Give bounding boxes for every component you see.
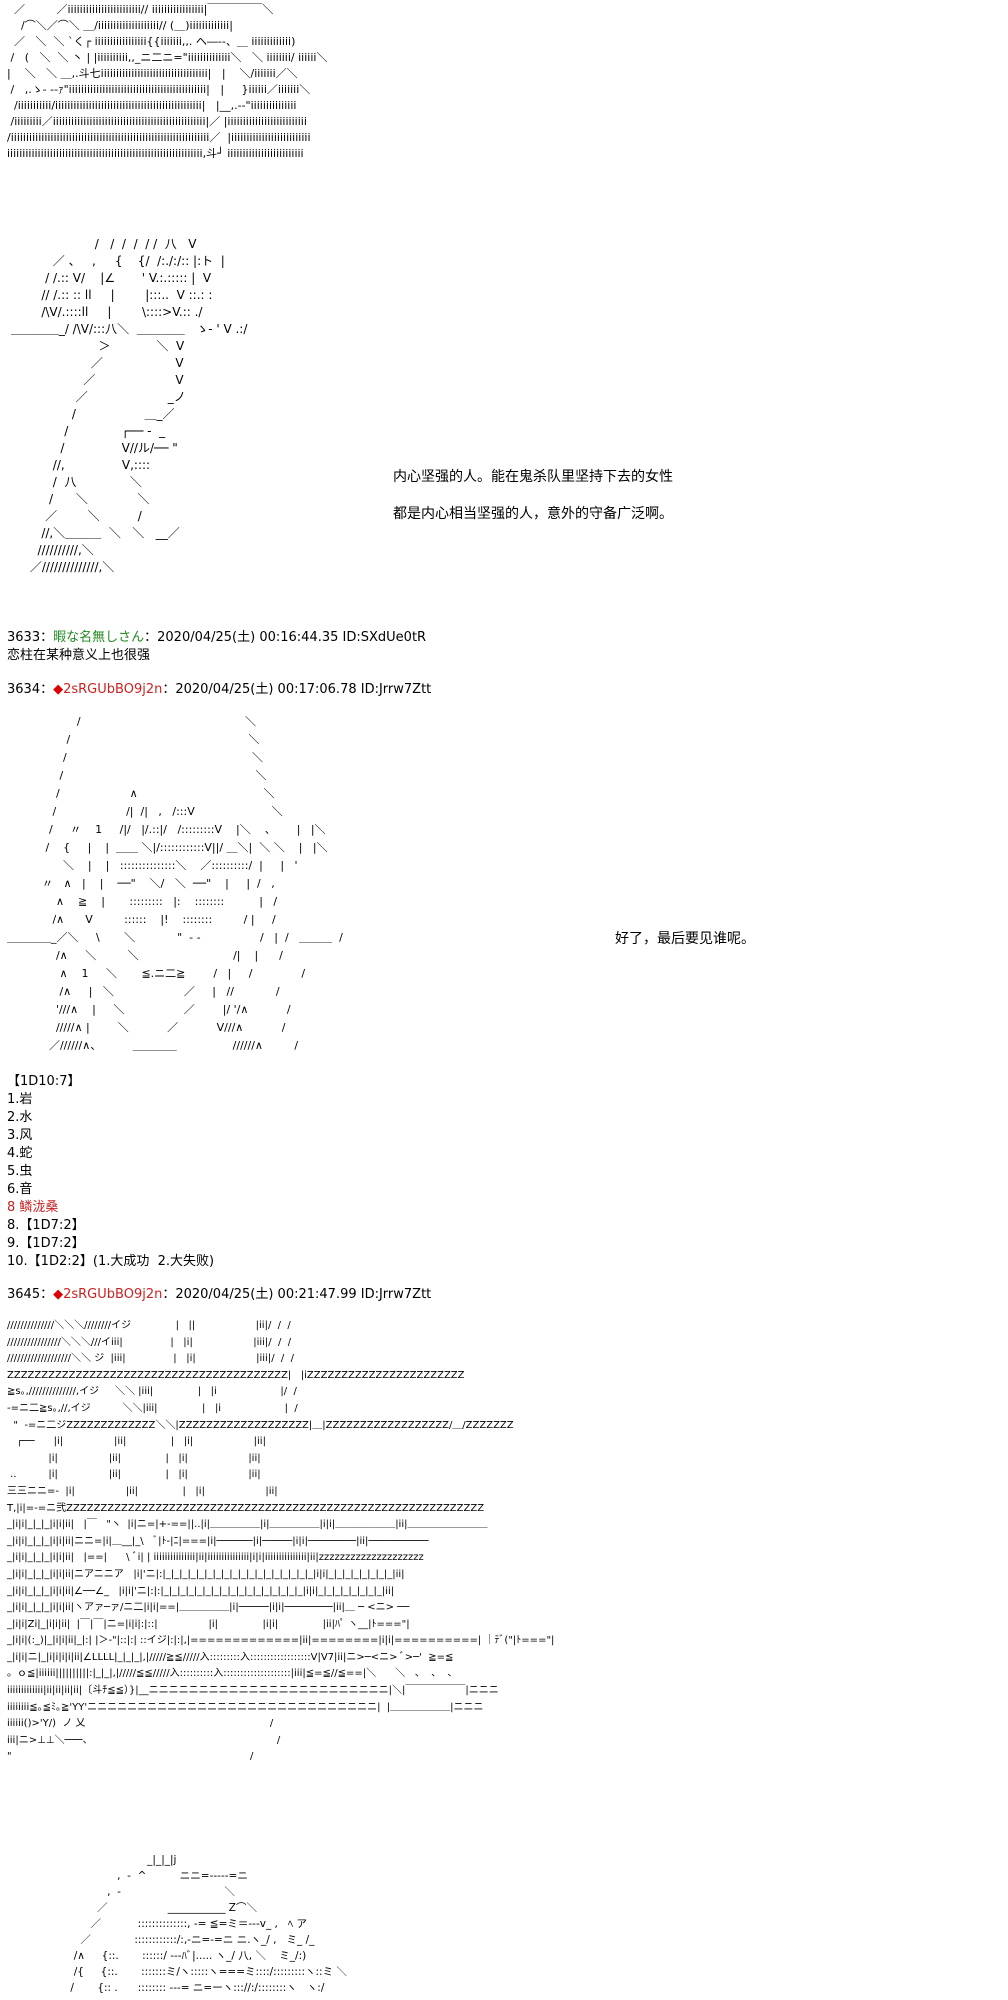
list-item-highlight: 8 鳞泷桑 [7, 1200, 59, 1215]
post-meta: ：2020/04/25(土) 00:16:44.35 ID:SXdUe0tR [144, 630, 427, 645]
list-item: 2.水 [7, 1110, 33, 1125]
post-header-3634: 3634：◆2sRGUbBO9j2n：2020/04/25(土) 00:17:0… [7, 682, 432, 697]
post-number[interactable]: 3645 [7, 1287, 41, 1302]
list-item: 9.【1D7:2】 [7, 1236, 85, 1251]
poster-name: 2sRGUbBO9j2n [63, 682, 163, 697]
dialog-panel-3: 好了，最后要见谁呢。 [615, 931, 755, 947]
ascii-art-panel-3: / ＼ / ＼ / ＼ [7, 715, 343, 1052]
list-item: 6.音 [7, 1182, 33, 1197]
post-header-3633: 3633：暇な名無しさん：2020/04/25(土) 00:16:44.35 I… [7, 630, 427, 645]
dialog-line-2: 都是内心相当坚强的人，意外的守备广泛啊。 [393, 506, 673, 522]
ascii-art-panel-2: / / / / / / 八 V ／ 、 , { {/ /:./:/:: |:ト … [10, 237, 248, 574]
post-meta: ：2020/04/25(土) 00:17:06.78 ID:Jrrw7Ztt [162, 682, 432, 697]
poster-name: 暇な名無しさん [53, 630, 145, 645]
list-item: 4.蛇 [7, 1146, 33, 1161]
ascii-art-panel-4: //////////////＼＼＼////////イジ | || |ii|/ /… [7, 1320, 555, 1763]
post-body-3633: 恋柱在某种意义上也很强 [7, 648, 151, 663]
trip-diamond-icon: ◆ [53, 1287, 64, 1302]
ascii-art-panel-5: _|_|_|j , - ^ ニニ=-----=ニ , - ＼ ／ _______… [70, 1854, 347, 1994]
dialog-line-1: 内心坚强的人。能在鬼杀队里坚持下去的女性 [393, 469, 673, 485]
ascii-art-panel-1: ／ ／iiiiiiiiiiiiiiiiiiiiiiii// iiiiiiiiii… [7, 3, 328, 160]
trip-diamond-icon: ◆ [53, 682, 64, 697]
post-number[interactable]: 3633 [7, 630, 41, 645]
dice-result-list: 【1D10:7】 1.岩 2.水 3.风 4.蛇 5.虫 6.音 8 鳞泷桑 8… [7, 1073, 214, 1271]
list-item: 3.风 [7, 1128, 33, 1143]
list-item: 8.【1D7:2】 [7, 1218, 85, 1233]
poster-name: 2sRGUbBO9j2n [63, 1287, 163, 1302]
list-item: 10.【1D2:2】(1.大成功 2.大失败) [7, 1254, 215, 1269]
dice-title: 【1D10:7】 [7, 1074, 81, 1089]
post-number[interactable]: 3634 [7, 682, 41, 697]
list-item: 5.虫 [7, 1164, 33, 1179]
list-item: 1.岩 [7, 1092, 33, 1107]
post-meta: ：2020/04/25(土) 00:21:47.99 ID:Jrrw7Ztt [162, 1287, 432, 1302]
post-header-3645: 3645：◆2sRGUbBO9j2n：2020/04/25(土) 00:21:4… [7, 1287, 432, 1302]
